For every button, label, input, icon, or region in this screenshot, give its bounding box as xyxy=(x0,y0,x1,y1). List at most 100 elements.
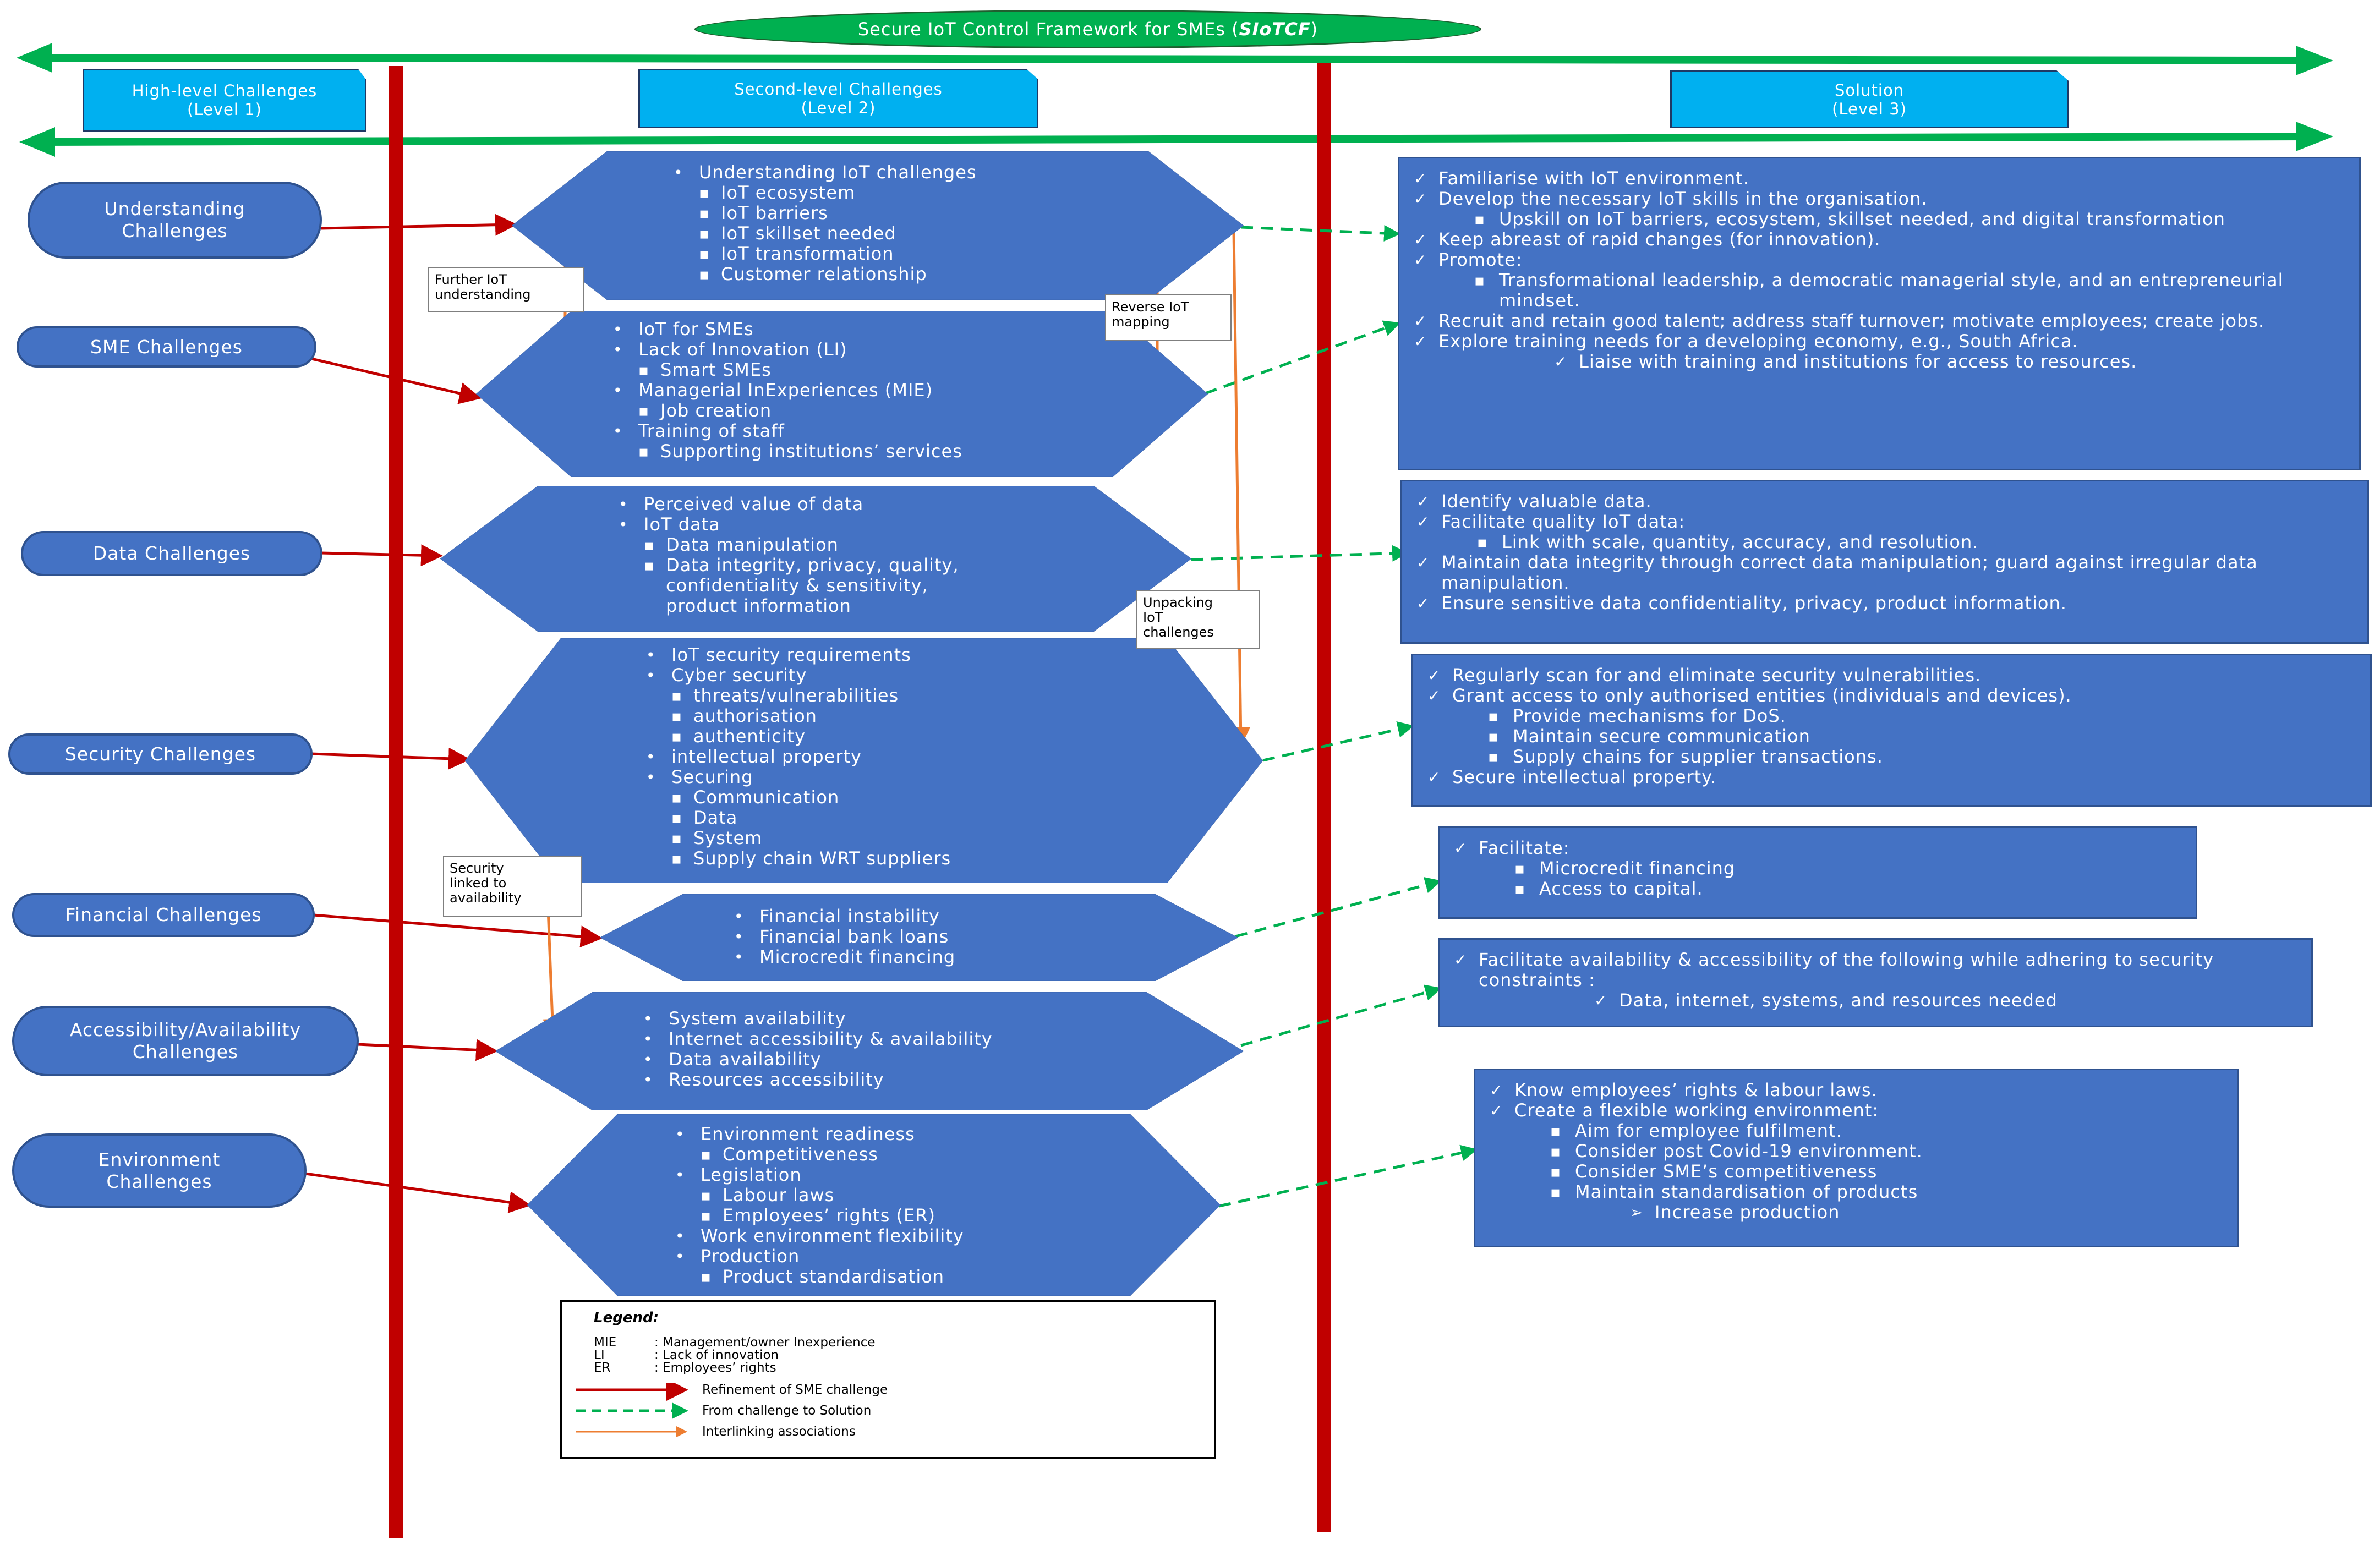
item-text: Work environment flexibility xyxy=(701,1225,964,1246)
challenge-security: Security Challenges xyxy=(8,733,313,775)
square-bullet-icon: ▪ xyxy=(638,442,649,461)
square-bullet-icon: ▪ xyxy=(1474,271,1485,289)
item-text: Data integrity, privacy, quality, xyxy=(666,555,959,576)
solution-item: ➢Increase production xyxy=(1490,1202,2223,1223)
challenge-item: •Perceived value of data xyxy=(605,494,959,514)
legend-orange-arrow-label: Interlinking associations xyxy=(702,1425,856,1439)
dot-bullet-icon: • xyxy=(646,646,656,664)
second-level-environment: • Environment readiness ▪ Competitiveness•L… xyxy=(527,1114,1221,1296)
item-text: IoT for SMEs xyxy=(638,319,754,339)
item-text: Lack of Innovation (LI) xyxy=(638,339,847,360)
square-bullet-icon: ▪ xyxy=(1488,707,1499,725)
challenge-label: Challenges xyxy=(106,1170,212,1192)
item-text: Production xyxy=(701,1246,800,1267)
solution-item: ▪Link with scale, quantity, accuracy, an… xyxy=(1416,532,2353,552)
item-text: Ensure sensitive data confidentiality, p… xyxy=(1441,593,2067,613)
dot-bullet-icon: • xyxy=(675,1227,685,1245)
solution-item: ▪Microcredit financing xyxy=(1454,858,2181,879)
level-3-header: Solution (Level 3) xyxy=(1670,70,2069,128)
legend-arrow-samples xyxy=(576,1383,688,1438)
solution-financial: ✓Facilitate:▪Microcredit financing▪Acces… xyxy=(1438,826,2197,919)
challenge-item: •Legislation xyxy=(662,1165,964,1185)
item-text: Perceived value of data xyxy=(644,494,864,514)
square-bullet-icon: ▪ xyxy=(701,1146,712,1164)
challenge-item: ▪Supply chain WRT suppliers xyxy=(633,848,951,869)
solution-item: ✓Keep abreast of rapid changes (for inno… xyxy=(1414,229,2345,250)
checkmark-icon: ✓ xyxy=(1427,666,1441,684)
item-text: Competitiveness xyxy=(723,1144,878,1165)
divider-right xyxy=(1317,63,1331,1532)
challenge-item: ▪Product standardisation xyxy=(662,1267,964,1287)
hexagon-shape xyxy=(440,486,1191,632)
challenge-item: ▪Labour laws xyxy=(662,1185,964,1206)
square-bullet-icon: ▪ xyxy=(671,829,682,847)
item-text: Data, internet, systems, and resources n… xyxy=(1619,990,2058,1011)
dot-bullet-icon: • xyxy=(643,1050,653,1069)
solution-environment: ✓Know employees’ rights & labour laws.✓C… xyxy=(1474,1069,2239,1247)
dot-bullet-icon: • xyxy=(643,1071,653,1089)
checkmark-icon: ✓ xyxy=(1427,768,1441,786)
square-bullet-icon: ▪ xyxy=(671,727,682,746)
level-band-arrows xyxy=(17,43,2333,157)
challenge-label: SME Challenges xyxy=(90,336,243,358)
checkmark-icon: ✓ xyxy=(1416,513,1430,531)
solution-data: ✓Identify valuable data.✓Facilitate qual… xyxy=(1400,480,2369,644)
item-text: Facilitate availability & accessibility … xyxy=(1479,949,2214,990)
solution-understanding-sme: ✓Familiarise with IoT environment.✓Devel… xyxy=(1398,157,2361,470)
item-text: IoT ecosystem xyxy=(721,182,856,203)
challenge-item: ▪IoT ecosystem xyxy=(660,183,977,203)
legend-abbr: ER xyxy=(594,1361,611,1375)
challenge-label: Security Challenges xyxy=(64,743,256,765)
dot-bullet-icon: • xyxy=(646,748,656,766)
solution-list: ✓Facilitate availability & accessibility… xyxy=(1454,950,2297,1011)
checkmark-icon: ✓ xyxy=(1490,1102,1503,1120)
challenge-item: ▪Employees’ rights (ER) xyxy=(662,1206,964,1226)
challenge-item: ▪Data manipulation xyxy=(605,535,959,555)
item-text: Customer relationship xyxy=(721,264,927,284)
item-text: System availability xyxy=(669,1008,846,1029)
solution-item: ▪ Transformational leadership, a democrat… xyxy=(1414,270,2345,311)
challenge-item: ▪Smart SMEs xyxy=(600,360,962,380)
legend-abbr-desc: : Employees’ rights xyxy=(654,1361,776,1375)
challenge-item: •Managerial InExperiences (MIE) xyxy=(600,380,962,401)
challenge-item: •Understanding IoT challenges xyxy=(660,162,977,183)
item-text: Facilitate: xyxy=(1479,837,1570,858)
square-bullet-icon: ▪ xyxy=(1514,859,1525,878)
second-level-security: •IoT security requirements•Cyber securit… xyxy=(465,638,1263,883)
item-text: Environment readiness xyxy=(701,1124,915,1144)
square-bullet-icon: ▪ xyxy=(638,402,649,420)
checkmark-icon: ✓ xyxy=(1414,332,1427,350)
level-3-subtitle: (Level 3) xyxy=(1832,99,1907,118)
challenge-item: product information xyxy=(605,596,959,616)
legend-green-arrow-label: From challenge to Solution xyxy=(702,1404,872,1418)
challenge-item: ▪Supporting institutions’ services xyxy=(600,441,962,462)
square-bullet-icon: ▪ xyxy=(671,707,682,725)
hexagon-shape xyxy=(495,992,1244,1110)
item-text: Provide mechanisms for DoS. xyxy=(1513,705,1786,726)
square-bullet-icon: ▪ xyxy=(1550,1163,1561,1181)
solution-list: ✓Identify valuable data.✓Facilitate qual… xyxy=(1416,491,2353,613)
challenge-item: confidentiality & sensitivity, xyxy=(605,576,959,596)
solution-item: ✓Create a flexible working environment: xyxy=(1490,1100,2223,1121)
square-bullet-icon: ▪ xyxy=(701,1207,712,1225)
note-text: understanding xyxy=(435,287,531,302)
item-text: threats/vulnerabilities xyxy=(693,685,899,706)
challenge-item: •Internet accessibility & availability xyxy=(630,1029,993,1049)
square-bullet-icon: ▪ xyxy=(701,1186,712,1204)
solution-item: ▪Aim for employee fulfilment. xyxy=(1490,1121,2223,1141)
solution-item: ✓Grant access to only authorised entitie… xyxy=(1427,686,2356,706)
challenge-label: Challenges xyxy=(132,1041,239,1062)
item-text: Transformational leadership, a democrati… xyxy=(1499,270,2284,311)
item-text: Consider SME’s competitiveness xyxy=(1575,1161,1878,1182)
item-text: Understanding IoT challenges xyxy=(699,162,977,183)
challenge-item: •Resources accessibility xyxy=(630,1070,993,1090)
item-text: Identify valuable data. xyxy=(1441,491,1652,512)
dot-bullet-icon: • xyxy=(734,948,744,966)
checkmark-icon: ✓ xyxy=(1454,839,1468,857)
note-text: availability xyxy=(450,890,522,906)
item-text: Data manipulation xyxy=(666,534,839,555)
challenge-label: Accessibility/Availability xyxy=(69,1019,302,1040)
framework-title: Secure IoT Control Framework for SMEs (S… xyxy=(694,10,1481,48)
dot-bullet-icon: • xyxy=(643,1030,653,1048)
